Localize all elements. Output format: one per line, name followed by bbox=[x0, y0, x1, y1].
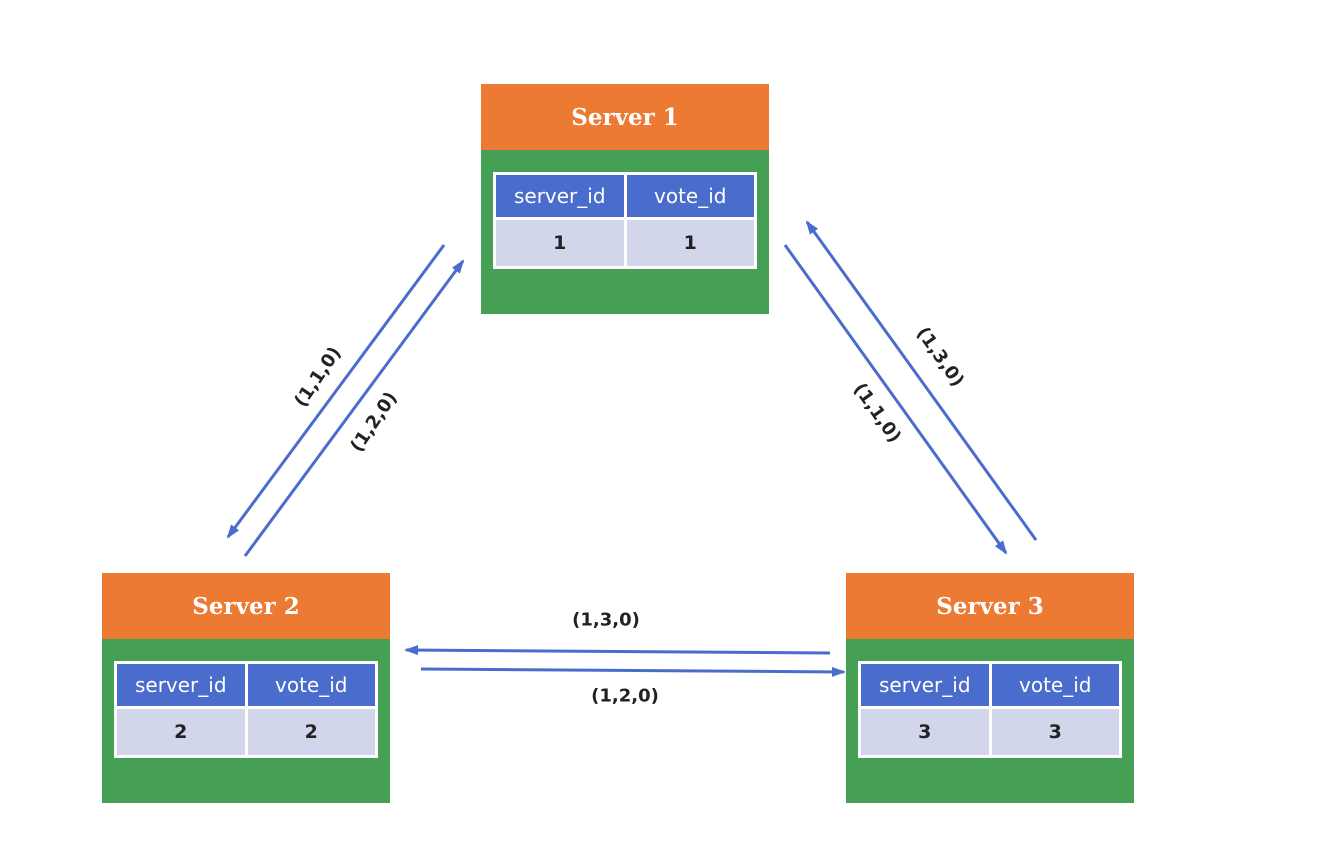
arrow-s1-to-s3 bbox=[783, 244, 1008, 555]
server-3-vote-table: server_id vote_id 3 3 bbox=[858, 661, 1122, 758]
server-id-header: server_id bbox=[861, 664, 989, 706]
arrow-s3-to-s1 bbox=[805, 220, 1038, 541]
server-id-header: server_id bbox=[496, 175, 624, 217]
server-1-node: Server 1 server_id vote_id 1 1 bbox=[481, 84, 769, 314]
server-2-node: Server 2 server_id vote_id 2 2 bbox=[102, 573, 390, 803]
vote-id-value: 2 bbox=[247, 709, 375, 755]
arrow-s2-to-s3 bbox=[420, 666, 846, 677]
arrow-s1-to-s2 bbox=[226, 244, 446, 539]
arrow-s3-to-s2 bbox=[404, 645, 831, 656]
vote-id-value: 3 bbox=[991, 709, 1119, 755]
label-s3-to-s2: (1,3,0) bbox=[572, 609, 640, 631]
server-1-title: Server 1 bbox=[481, 84, 769, 150]
server-1-vote-table: server_id vote_id 1 1 bbox=[493, 172, 757, 269]
vote-id-header: vote_id bbox=[626, 175, 754, 217]
server-2-vote-table: server_id vote_id 2 2 bbox=[114, 661, 378, 758]
vote-id-header: vote_id bbox=[991, 664, 1119, 706]
server-id-header: server_id bbox=[117, 664, 245, 706]
server-1-body: server_id vote_id 1 1 bbox=[481, 150, 769, 314]
server-3-body: server_id vote_id 3 3 bbox=[846, 639, 1134, 803]
server-2-title: Server 2 bbox=[102, 573, 390, 639]
vote-id-value: 1 bbox=[626, 220, 754, 266]
server-id-value: 2 bbox=[117, 709, 245, 755]
arrow-s2-to-s1 bbox=[243, 259, 465, 557]
server-3-node: Server 3 server_id vote_id 3 3 bbox=[846, 573, 1134, 803]
vote-id-header: vote_id bbox=[247, 664, 375, 706]
server-3-title: Server 3 bbox=[846, 573, 1134, 639]
server-2-body: server_id vote_id 2 2 bbox=[102, 639, 390, 803]
label-s2-to-s3: (1,2,0) bbox=[591, 685, 659, 707]
server-id-value: 3 bbox=[861, 709, 989, 755]
server-id-value: 1 bbox=[496, 220, 624, 266]
